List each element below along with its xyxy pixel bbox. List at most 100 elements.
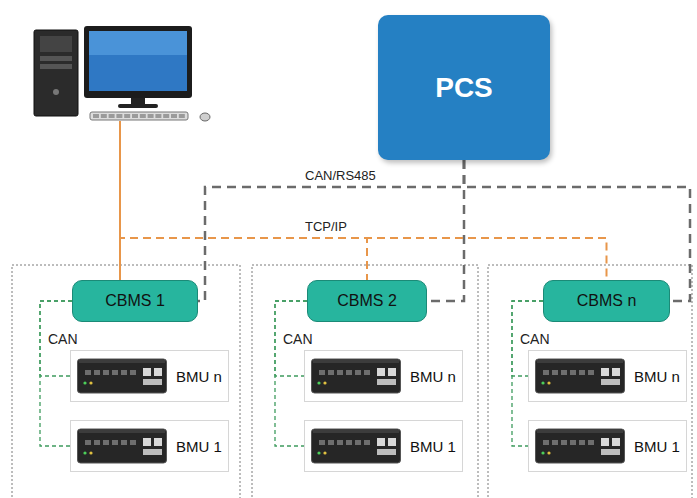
computer-network-cable [119, 121, 121, 280]
device-port [588, 370, 594, 375]
keyboard-key [109, 114, 115, 118]
device-top-edge [79, 430, 165, 433]
bmu-device-illustration [535, 356, 625, 396]
cbms-box: CBMS 2 [307, 280, 427, 322]
device-port [579, 370, 585, 375]
device-port [364, 370, 370, 375]
pc-tower-front [40, 36, 72, 52]
device-connector [377, 449, 396, 455]
device-body [312, 429, 401, 463]
device-port [85, 370, 91, 375]
device-port [121, 440, 127, 445]
keyboard-key [132, 114, 138, 118]
device-led [83, 451, 86, 454]
device-led [547, 381, 550, 384]
device-top-edge [313, 360, 399, 363]
device-body [536, 429, 625, 463]
device-port [346, 440, 352, 445]
device-port [130, 440, 136, 445]
device-led [547, 451, 550, 454]
bus-name: CAN [518, 331, 552, 347]
device-port [346, 370, 352, 375]
bmu-device-illustration [311, 356, 401, 396]
keyboard-key [163, 114, 169, 118]
node-label: BMU n [410, 368, 456, 385]
tcp-ip-link [120, 238, 367, 280]
device-port [543, 440, 549, 445]
device-connector [601, 449, 620, 455]
device-port [112, 370, 118, 375]
bmu-device-illustration [77, 426, 167, 466]
device-port [552, 370, 558, 375]
can-rs485-link [427, 160, 464, 301]
keyboard-key [93, 114, 99, 118]
tcp-ip-link [120, 238, 607, 280]
node-label: BMU 1 [410, 438, 456, 455]
node-label: CBMS n [577, 292, 637, 310]
node-label: BMU 1 [176, 438, 222, 455]
device-port [570, 370, 576, 375]
device-connector [143, 368, 151, 376]
pc-tower-drive [40, 56, 72, 61]
device-body [78, 359, 167, 393]
device-port [130, 370, 136, 375]
cbms-box: CBMS n [543, 280, 670, 322]
can-link [275, 301, 307, 446]
keyboard-key [179, 114, 185, 118]
device-port [561, 370, 567, 375]
keyboard-key [155, 114, 161, 118]
device-led [83, 381, 86, 384]
bmu-device-illustration [535, 426, 625, 466]
device-led [541, 381, 544, 384]
device-led [323, 381, 326, 384]
node-label: BMU 1 [634, 438, 680, 455]
device-port [94, 370, 100, 375]
device-port [319, 370, 325, 375]
device-led [89, 381, 92, 384]
device-port [355, 440, 361, 445]
network-name: CAN/RS485 [303, 168, 378, 184]
bmu-device-illustration [311, 426, 401, 466]
device-led [89, 451, 92, 454]
network-name: TCP/IP [303, 219, 349, 235]
device-port [588, 440, 594, 445]
device-led [317, 381, 320, 384]
device-body [312, 359, 401, 393]
device-connector [377, 379, 396, 385]
bmu-unit: BMU n [70, 350, 229, 402]
device-port [103, 440, 109, 445]
pc-tower [34, 30, 78, 116]
pc-power-button [53, 89, 59, 95]
bus-name: CAN [46, 331, 80, 347]
keyboard-key [148, 114, 154, 118]
device-connector [388, 368, 396, 376]
cluster-region [488, 265, 692, 498]
device-port [94, 440, 100, 445]
node-label: CBMS 2 [337, 292, 397, 310]
can-link [40, 301, 72, 446]
keyboard-key [124, 114, 130, 118]
device-top-edge [79, 360, 165, 363]
bmu-unit: BMU 1 [70, 420, 229, 472]
node-label: CBMS 1 [105, 292, 165, 310]
device-led [317, 451, 320, 454]
keyboard-key [101, 114, 107, 118]
device-port [570, 440, 576, 445]
cluster-region [252, 265, 478, 498]
device-connector [143, 379, 162, 385]
device-body [78, 429, 167, 463]
device-port [364, 440, 370, 445]
device-connector [377, 368, 385, 376]
bmu-unit: BMU n [304, 350, 463, 402]
device-body [536, 359, 625, 393]
device-connector [601, 438, 609, 446]
monitor-screen [89, 31, 187, 91]
mouse [200, 113, 210, 121]
device-port [355, 370, 361, 375]
monitor-glare [89, 31, 187, 55]
device-port [337, 440, 343, 445]
device-port [552, 440, 558, 445]
monitor-base [118, 104, 158, 108]
keyboard-key [116, 114, 122, 118]
